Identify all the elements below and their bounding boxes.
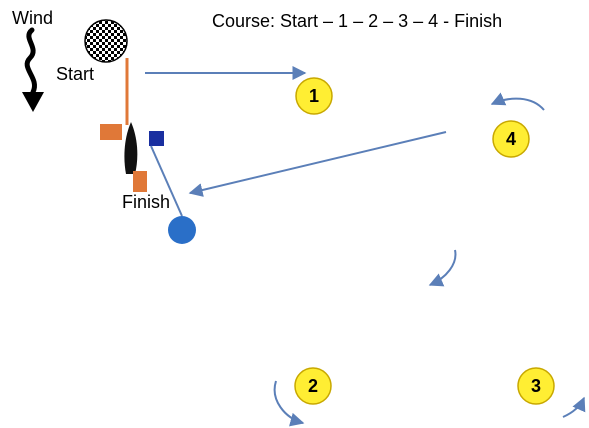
mark-1: 1 bbox=[295, 77, 333, 115]
mark-1-label: 1 bbox=[309, 86, 319, 106]
committee-boat bbox=[100, 122, 147, 192]
finish-buoy bbox=[168, 216, 196, 244]
rounding-arrow-mid bbox=[428, 249, 457, 287]
course-title: Course: Start – 1 – 2 – 3 – 4 - Finish bbox=[212, 11, 503, 31]
finish-label: Finish bbox=[122, 192, 171, 212]
mark-4: 4 bbox=[492, 120, 530, 158]
checkered-flag-icon bbox=[84, 19, 128, 63]
rounding-arrow-mark-2 bbox=[273, 380, 305, 427]
rounding-arrow-mark-4 bbox=[490, 92, 545, 111]
finish-line bbox=[150, 145, 183, 217]
mark-3: 3 bbox=[517, 367, 555, 405]
rounding-arrow-mark-3 bbox=[562, 396, 586, 418]
route-arrow-4-to-finish bbox=[188, 131, 447, 197]
mark-2: 2 bbox=[294, 367, 332, 405]
wind-label: Wind bbox=[12, 8, 54, 28]
square-marker bbox=[149, 131, 164, 146]
mark-4-label: 4 bbox=[506, 129, 516, 149]
mark-2-label: 2 bbox=[308, 376, 318, 396]
mark-3-label: 3 bbox=[531, 376, 541, 396]
wavy-down-arrow-icon bbox=[22, 27, 44, 112]
start-label: Start bbox=[56, 64, 95, 84]
